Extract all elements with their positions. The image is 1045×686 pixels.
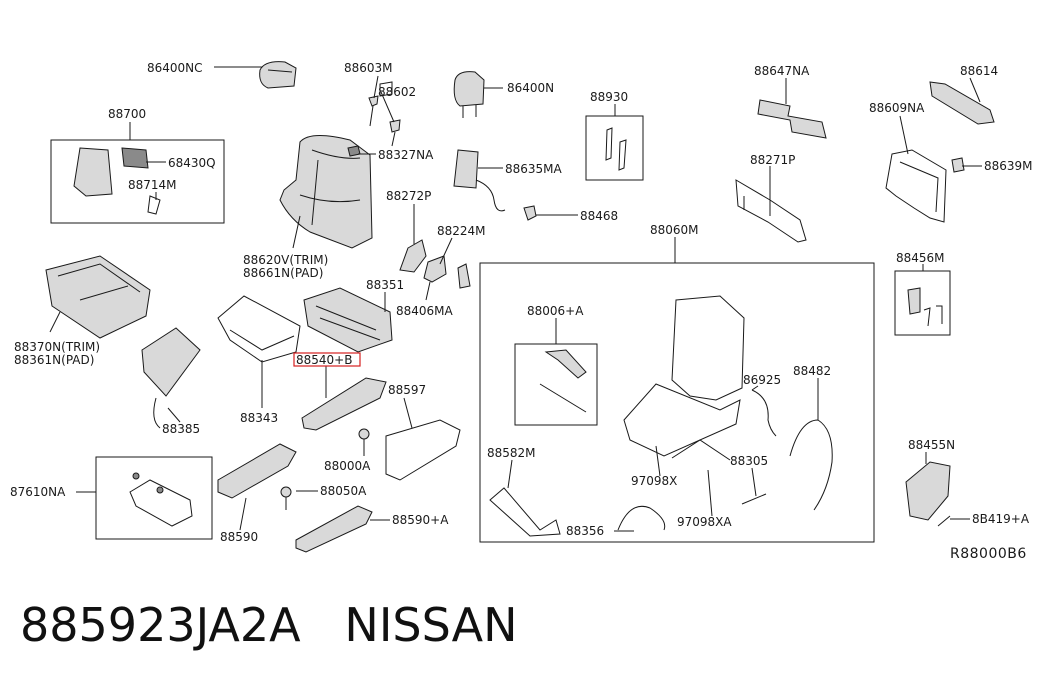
rod-88305-drawing	[741, 493, 767, 505]
label-88597: 88597	[388, 383, 426, 397]
pad-88385-drawing	[141, 327, 201, 429]
label-88006a: 88006+A	[527, 304, 584, 318]
label-88603m: 88603M	[344, 61, 393, 75]
label-88930: 88930	[590, 90, 628, 104]
label-88305: 88305	[730, 454, 768, 468]
label-88582m: 88582M	[487, 446, 536, 460]
label-68430q: 68430Q	[168, 156, 216, 170]
label-86925: 86925	[743, 373, 781, 387]
cover-88597-drawing	[385, 419, 461, 481]
frame-88271p-drawing	[735, 172, 807, 243]
label-88224m: 88224M	[437, 224, 486, 238]
label-88620v: 88620V(TRIM)	[243, 253, 328, 267]
group-box-88700	[50, 139, 225, 224]
rail-88540b-drawing	[301, 377, 387, 431]
label-88614: 88614	[960, 64, 998, 78]
frame-88540b-drawing	[303, 287, 393, 353]
strip-88647na-drawing	[757, 99, 827, 139]
label-88609na: 88609NA	[869, 101, 925, 115]
label-88590: 88590	[220, 530, 258, 544]
bracket-88456m-drawing	[907, 287, 943, 327]
frame-88060m-drawing	[623, 295, 745, 461]
leader-lines	[49, 66, 982, 532]
cover-88590a-drawing	[295, 505, 373, 553]
part-number-caption: 885923JA2A NISSAN	[20, 598, 518, 652]
label-88343: 88343	[240, 411, 278, 425]
back-board-88609na-drawing	[885, 149, 947, 223]
label-88271p: 88271P	[750, 153, 795, 167]
label-88361n: 88361N(PAD)	[14, 353, 94, 367]
label-88000a: 88000A	[324, 459, 371, 473]
seat-cushion-88370n-drawing	[45, 255, 151, 339]
label-88272p: 88272P	[386, 189, 431, 203]
label-88647na: 88647NA	[754, 64, 810, 78]
cover-88455n-drawing	[905, 461, 951, 521]
highlight-box-88540b	[293, 352, 361, 367]
label-88714m: 88714M	[128, 178, 177, 192]
cable-88482-drawing	[789, 419, 833, 511]
bracket-88930-drawing	[605, 127, 627, 171]
label-88327na: 88327NA	[378, 148, 434, 162]
bolt-88000a-drawing	[358, 428, 370, 452]
label-88050a: 88050A	[320, 484, 367, 498]
label-88060m: 88060M	[650, 223, 699, 237]
headrest-86400n-drawing	[453, 71, 485, 118]
label-88356: 88356	[566, 524, 604, 538]
label-88639m: 88639M	[984, 159, 1033, 173]
seat-back-88620v-drawing	[279, 135, 373, 249]
cover-88582m-drawing	[489, 487, 561, 537]
label-88700: 88700	[108, 107, 146, 121]
label-88590a: 88590+A	[392, 513, 449, 527]
part-87610na-drawing	[129, 472, 193, 527]
clip-88468-drawing	[523, 205, 537, 221]
clip-88639m-drawing	[951, 157, 965, 173]
cable-86925-drawing	[751, 389, 777, 437]
label-88455n: 88455N	[908, 438, 955, 452]
label-88540b: 88540+B	[296, 353, 352, 367]
armrest-88700-drawing	[73, 147, 161, 215]
label-97098x: 97098X	[631, 474, 677, 488]
label-97098xa: 97098XA	[677, 515, 732, 529]
headrest-86400nc-drawing	[259, 61, 297, 89]
group-box-88930	[585, 115, 644, 181]
label-86400nc: 86400NC	[147, 61, 203, 75]
pin-88419a-drawing	[937, 515, 951, 527]
group-box-87610NA	[95, 456, 213, 540]
label-88351: 88351	[366, 278, 404, 292]
cable-88356-drawing	[617, 505, 666, 531]
panel-88635ma-drawing	[453, 149, 506, 212]
label-88406ma: 88406MA	[396, 304, 454, 318]
group-box-88456M	[894, 270, 951, 336]
bar-88614-drawing	[929, 81, 995, 125]
bracket-88406ma-drawing	[423, 255, 447, 283]
label-86400n: 86400N	[507, 81, 554, 95]
label-88419a: 8B419+A	[972, 512, 1030, 526]
bracket-88006a-drawing	[539, 349, 587, 413]
group-box-88060M	[479, 262, 875, 543]
label-88482: 88482	[793, 364, 831, 378]
pan-88343-drawing	[217, 295, 301, 363]
cover-88590-drawing	[217, 443, 297, 499]
bracket-88224m-drawing	[457, 263, 471, 289]
label-88602: 88602	[378, 85, 416, 99]
bolt-88050a-drawing	[280, 486, 292, 510]
label-88385: 88385	[162, 422, 200, 436]
bracket-88272p-drawing	[399, 239, 427, 273]
diagram-reference: R88000B6	[950, 546, 1027, 562]
label-88456m: 88456M	[896, 251, 945, 265]
label-88370n: 88370N(TRIM)	[14, 340, 100, 354]
label-88661n: 88661N(PAD)	[243, 266, 323, 280]
label-88635ma: 88635MA	[505, 162, 563, 176]
headrest-guide-drawing	[368, 81, 401, 147]
label-88468: 88468	[580, 209, 618, 223]
label-87610na: 87610NA	[10, 485, 66, 499]
